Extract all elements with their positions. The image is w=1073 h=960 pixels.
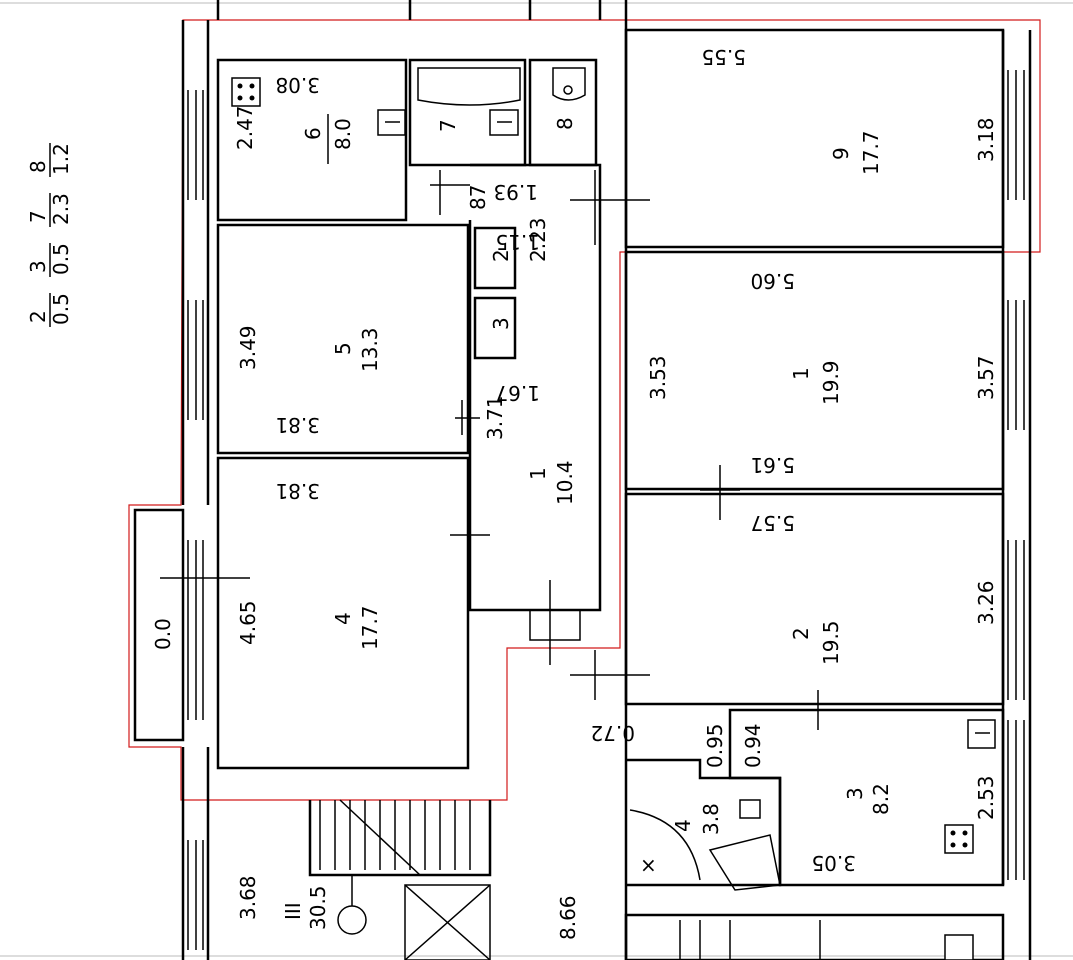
legend-num: 2: [26, 310, 50, 323]
room-3-height-2: 0.94: [741, 723, 765, 768]
room-9-number: 9: [829, 147, 853, 160]
legend-val: 2.3: [49, 193, 73, 225]
legend-num: 3: [26, 260, 50, 273]
room-4-area: 17.7: [358, 605, 382, 650]
hall-top-height: 1.93: [493, 180, 538, 204]
toilet-icon: [552, 67, 586, 101]
windows: [187, 70, 1025, 950]
legend-val: 0.5: [49, 293, 73, 325]
room-6: 3.08 2.47 6 8.0: [216, 58, 408, 222]
room-1-width-bottom: 5.61: [750, 453, 795, 477]
room-4-width: 3.81: [275, 479, 320, 503]
bathtub-icon: [417, 67, 521, 106]
legend-val: 0.5: [49, 243, 73, 275]
hall-area: 10.4: [553, 460, 577, 505]
room-9-area: 17.7: [859, 130, 883, 175]
hall-number: 1: [526, 467, 550, 480]
room-4-number: 4: [331, 612, 355, 625]
room-4-bath-number: 4: [671, 819, 695, 832]
room-1-height-left: 3.53: [646, 355, 670, 400]
stove-icon: [944, 934, 974, 960]
room-1-height-right: 3.57: [974, 355, 998, 400]
room-5: 3.81 3.49 5 13.3: [216, 223, 470, 455]
stove-icon: [231, 77, 261, 107]
balcony-area: 0.0: [151, 618, 175, 650]
apartment-boundary: [128, 19, 1041, 801]
sink-icon: [967, 719, 996, 749]
hall-door-dim: 87: [466, 185, 490, 210]
legend-val: 1.2: [49, 143, 73, 175]
room-6-width: 3.08: [275, 73, 320, 97]
legend: 2 0.5 3 0.5 7 2.3 8 1.2: [26, 143, 73, 327]
room-7: 7: [408, 58, 527, 167]
stair-number: III: [281, 902, 305, 920]
room-8: 8: [528, 58, 598, 167]
room-5-height: 3.49: [236, 325, 260, 370]
room-2-number: 2: [789, 627, 813, 640]
small-room-2-number: 2: [489, 249, 513, 262]
room-2: 5.57 3.26 2 19.5: [624, 492, 1005, 730]
room-3: 3.05 2.53 0.94 3 8.2: [728, 708, 1005, 887]
stove-icon: [944, 824, 974, 854]
stair-height: 3.68: [236, 875, 260, 920]
room-5-number: 5: [331, 342, 355, 355]
room-3-height: 2.53: [974, 775, 998, 820]
balcony: 0.0: [133, 508, 185, 742]
sink-icon: [739, 799, 761, 819]
room-9-width: 5.55: [701, 45, 746, 69]
sink-icon: [489, 109, 519, 136]
hall-height: 3.71: [483, 395, 507, 440]
room-4-bath-width: 0.72: [590, 721, 635, 745]
room-9: 5.55 3.18 9 17.7: [624, 28, 1005, 249]
room-1-width-top: 5.60: [750, 269, 795, 293]
elevator-shaft-icon: [404, 884, 491, 960]
room-2-height: 3.26: [974, 580, 998, 625]
stair-area: 30.5: [306, 885, 330, 930]
room-2-width: 5.57: [750, 511, 795, 535]
small-room-2-dim: 2.23: [526, 217, 550, 262]
room-6-number: 6: [301, 127, 325, 140]
room-5-area: 13.3: [358, 327, 382, 372]
hallway: 2 2.23 3 1.15 1.93 87 1.67 3.71 1 10.4: [430, 163, 650, 700]
cross-mark: ×: [640, 853, 657, 877]
room-6-area: 8.0: [331, 118, 355, 150]
room-2-area: 19.5: [819, 620, 843, 665]
room-6-height: 2.47: [233, 105, 257, 150]
room-1: 5.60 5.61 3.53 3.57 1 19.9: [624, 250, 1005, 520]
room-4-height: 4.65: [236, 600, 260, 645]
lower-fixtures: [624, 913, 1005, 960]
room-4-bath-height: 0.95: [703, 723, 727, 768]
room-3-width: 3.05: [811, 851, 856, 875]
room-7-number: 7: [436, 119, 460, 132]
shower-curve-icon: [629, 809, 701, 881]
room-1-area: 19.9: [819, 360, 843, 405]
corridor-height: 8.66: [556, 895, 580, 940]
legend-num: 8: [26, 160, 50, 173]
room-4: 3.81 4.65 4 17.7: [160, 456, 470, 770]
small-room-3-number: 3: [489, 317, 513, 330]
stairwell: 3.68 III 30.5 8.66: [206, 799, 580, 960]
bathtub-icon: [708, 834, 781, 891]
room-4-bath-area: 3.8: [699, 803, 723, 835]
hall-width: 1.67: [495, 381, 540, 405]
hall-top-width: 1.15: [495, 230, 540, 254]
legend-num: 7: [26, 210, 50, 223]
room-3-number: 3: [843, 787, 867, 800]
room-1-number: 1: [789, 367, 813, 380]
room-8-number: 8: [553, 117, 577, 130]
room-5-width: 3.81: [275, 413, 320, 437]
room-3-area: 8.2: [869, 783, 893, 815]
room-9-height: 3.18: [974, 117, 998, 162]
